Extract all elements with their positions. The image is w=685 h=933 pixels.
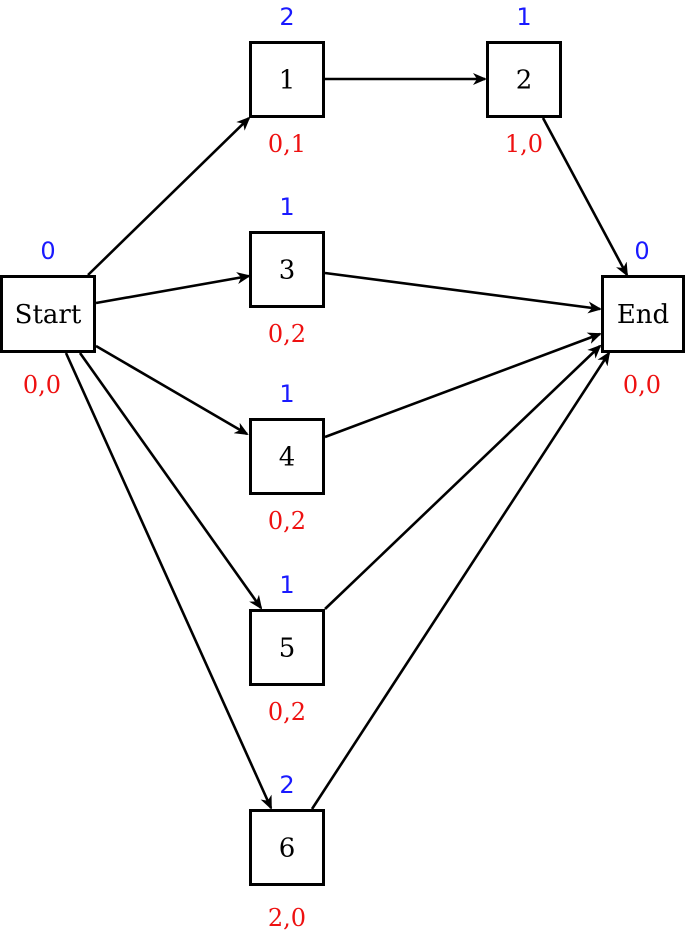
node-bottom-value: 0,2	[268, 698, 306, 726]
node-top-value: 1	[279, 571, 294, 599]
node-n5: 510,2	[249, 571, 325, 726]
node-top-value: 1	[279, 193, 294, 221]
node-label: End	[617, 300, 669, 330]
node-end: End 0 0,0	[601, 237, 685, 399]
node-top-value: 0	[634, 237, 649, 265]
node-n6: 622,0	[249, 771, 325, 932]
node-n1: 120,1	[249, 3, 325, 158]
edges-layer	[64, 73, 629, 810]
edge-start-n1	[87, 116, 251, 276]
node-label: 2	[516, 66, 533, 96]
node-label: 3	[279, 256, 296, 286]
node-box	[601, 275, 685, 353]
node-label: Start	[15, 300, 82, 330]
edge-start-n6	[64, 352, 273, 810]
node-box	[249, 609, 325, 686]
node-box	[0, 275, 96, 353]
node-bottom-value: 0,2	[268, 507, 306, 535]
node-box	[249, 418, 325, 495]
node-top-value: 1	[279, 380, 294, 408]
node-bottom-value: 0,0	[23, 371, 61, 399]
edge-start-n3	[95, 272, 251, 305]
edge-start-n4	[95, 344, 249, 436]
node-box	[249, 809, 325, 886]
node-bottom-value: 1,0	[505, 130, 543, 158]
nodes-layer: Start00,0120,1211,0310,2410,2510,2622,0E…	[0, 3, 685, 932]
node-box	[486, 41, 562, 118]
node-top-value: 1	[516, 3, 531, 31]
node-label: 4	[279, 443, 296, 473]
edge-n4-end	[324, 332, 602, 439]
node-label: 1	[279, 66, 296, 96]
edge-n5-end	[324, 344, 602, 610]
node-box	[249, 231, 325, 308]
edge-n3-end	[324, 271, 602, 314]
edge-start-n5	[78, 352, 263, 610]
edge-n2-end	[541, 117, 629, 277]
node-box	[249, 41, 325, 118]
node-bottom-value: 0,2	[268, 320, 306, 348]
node-n2: 211,0	[486, 3, 562, 158]
node-n3: 310,2	[249, 193, 325, 348]
node-top-value: 0	[40, 237, 55, 265]
node-top-value: 2	[279, 771, 294, 799]
node-top-value: 2	[279, 3, 294, 31]
edge-n6-end	[310, 351, 611, 810]
node-start: Start 0 0,0	[0, 237, 96, 399]
node-bottom-value: 2,0	[268, 904, 306, 932]
node-bottom-value: 0,0	[623, 371, 661, 399]
node-bottom-value: 0,1	[268, 130, 306, 158]
node-n4: 410,2	[249, 380, 325, 535]
node-label: 6	[279, 834, 296, 864]
node-label: 5	[279, 634, 296, 664]
